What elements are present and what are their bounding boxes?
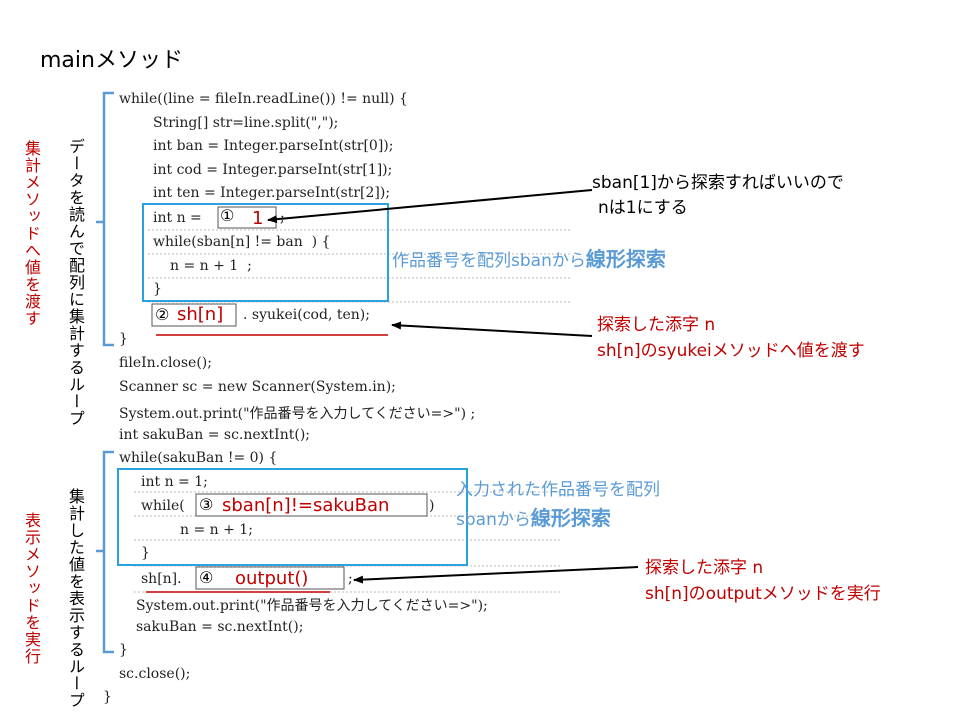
blank-box-2 (151, 303, 237, 327)
code-n-increment-2: n = n + 1; (180, 522, 253, 538)
code-semicolon-4: ; (348, 571, 353, 587)
note-output-line1: 探索した添字 n (645, 558, 764, 578)
arrow-to-syukei (391, 321, 593, 337)
blank-4-answer: output() (235, 568, 309, 589)
blank-1-number: ① (220, 206, 235, 225)
note-syukei-line2: sh[n]のsyukeiメソッドへ値を渡す (597, 341, 865, 361)
code-scanner: Scanner sc = new Scanner(System.in); (119, 379, 396, 395)
code-int-n: int n = (153, 210, 202, 226)
code-syukei-call: . syukei(cod, ten); (243, 307, 370, 323)
code-end-loop-2: } (119, 642, 128, 658)
blank-3-answer: sban[n]!=sakuBan (222, 495, 390, 516)
side-label-loop2: 集計した値を表示するループ (66, 488, 85, 709)
blank-2-answer: sh[n] (177, 304, 224, 325)
note-linear-search-2-line2: sbanから線形探索 (456, 505, 611, 533)
arrow-to-output (353, 566, 639, 584)
side-label-loop2-method: 表示メソッドを実行 (22, 512, 41, 665)
side-label-loop1-method: 集計メソッドへ値を渡す (22, 140, 41, 327)
note-sban-start-line1: sban[1]から探索すればいいので (592, 173, 844, 193)
blank-4-number: ④ (199, 568, 214, 587)
bracket-loop1 (102, 91, 114, 347)
code-file-close: fileIn.close(); (119, 355, 212, 371)
page-title: mainメソッド (40, 48, 183, 73)
code-close-brace-2: } (141, 545, 150, 561)
note-linear-search-2-line1: 入力された作品番号を配列 (456, 480, 660, 500)
code-sc-close: sc.close(); (119, 666, 191, 682)
code-read-sakuban-2: sakuBan = sc.nextInt(); (136, 619, 304, 635)
code-parse-ten: int ten = Integer.parseInt(str[2]); (153, 185, 391, 201)
note-linear-search-1-text: 作品番号を配列sbanから (392, 251, 586, 271)
blank-box-3 (195, 493, 428, 517)
code-end-main: } (103, 689, 112, 705)
code-split: String[] str=line.split(","); (153, 115, 339, 131)
code-n-increment-1: n = n + 1 ; (170, 258, 252, 274)
code-while-sakuban: while(sakuBan != 0) { (119, 450, 278, 466)
blank-box-4 (195, 566, 345, 590)
bracket-loop2 (102, 450, 114, 654)
code-parse-ban: int ban = Integer.parseInt(str[0]); (153, 138, 394, 154)
code-read-sakuban: int sakuBan = sc.nextInt(); (119, 427, 310, 443)
blank-3-number: ③ (199, 495, 214, 514)
code-while-readline: while((line = fileIn.readLine()) != null… (119, 91, 408, 107)
code-sh-prefix: sh[n]. (141, 571, 182, 587)
side-label-loop1: データを読んで配列に集計するループ (66, 138, 85, 427)
search-box-2 (117, 468, 468, 566)
note-linear-search-2-text: sbanから (456, 510, 531, 530)
code-close-brace-1: } (153, 281, 162, 297)
code-print-prompt-1: System.out.print("作品番号を入力してください=>") ; (119, 406, 476, 422)
code-end-loop-1: } (119, 331, 128, 347)
arrow-to-blank1 (267, 189, 593, 224)
note-syukei-line1: 探索した添字 n (597, 315, 716, 335)
blank-1-answer: 1 (252, 208, 264, 229)
code-int-n-1: int n = 1; (141, 474, 208, 490)
code-while-sban: while(sban[n] != ban ) { (153, 234, 331, 250)
code-while-close: ) (429, 498, 435, 514)
note-linear-search-1-bold: 線形探索 (585, 247, 666, 271)
blank-2-number: ② (155, 305, 170, 324)
note-linear-search-2-bold: 線形探索 (530, 506, 611, 530)
code-parse-cod: int cod = Integer.parseInt(str[1]); (153, 162, 393, 178)
code-semicolon-1: ; (280, 210, 285, 226)
code-while-open: while( (141, 498, 185, 514)
note-linear-search-1: 作品番号を配列sbanから線形探索 (392, 246, 666, 274)
note-sban-start-line2: nは1にする (598, 198, 688, 218)
search-box-1 (142, 203, 389, 302)
note-output-line2: sh[n]のoutputメソッドを実行 (645, 584, 881, 604)
code-print-prompt-2: System.out.print("作品番号を入力してください=>"); (136, 598, 488, 614)
